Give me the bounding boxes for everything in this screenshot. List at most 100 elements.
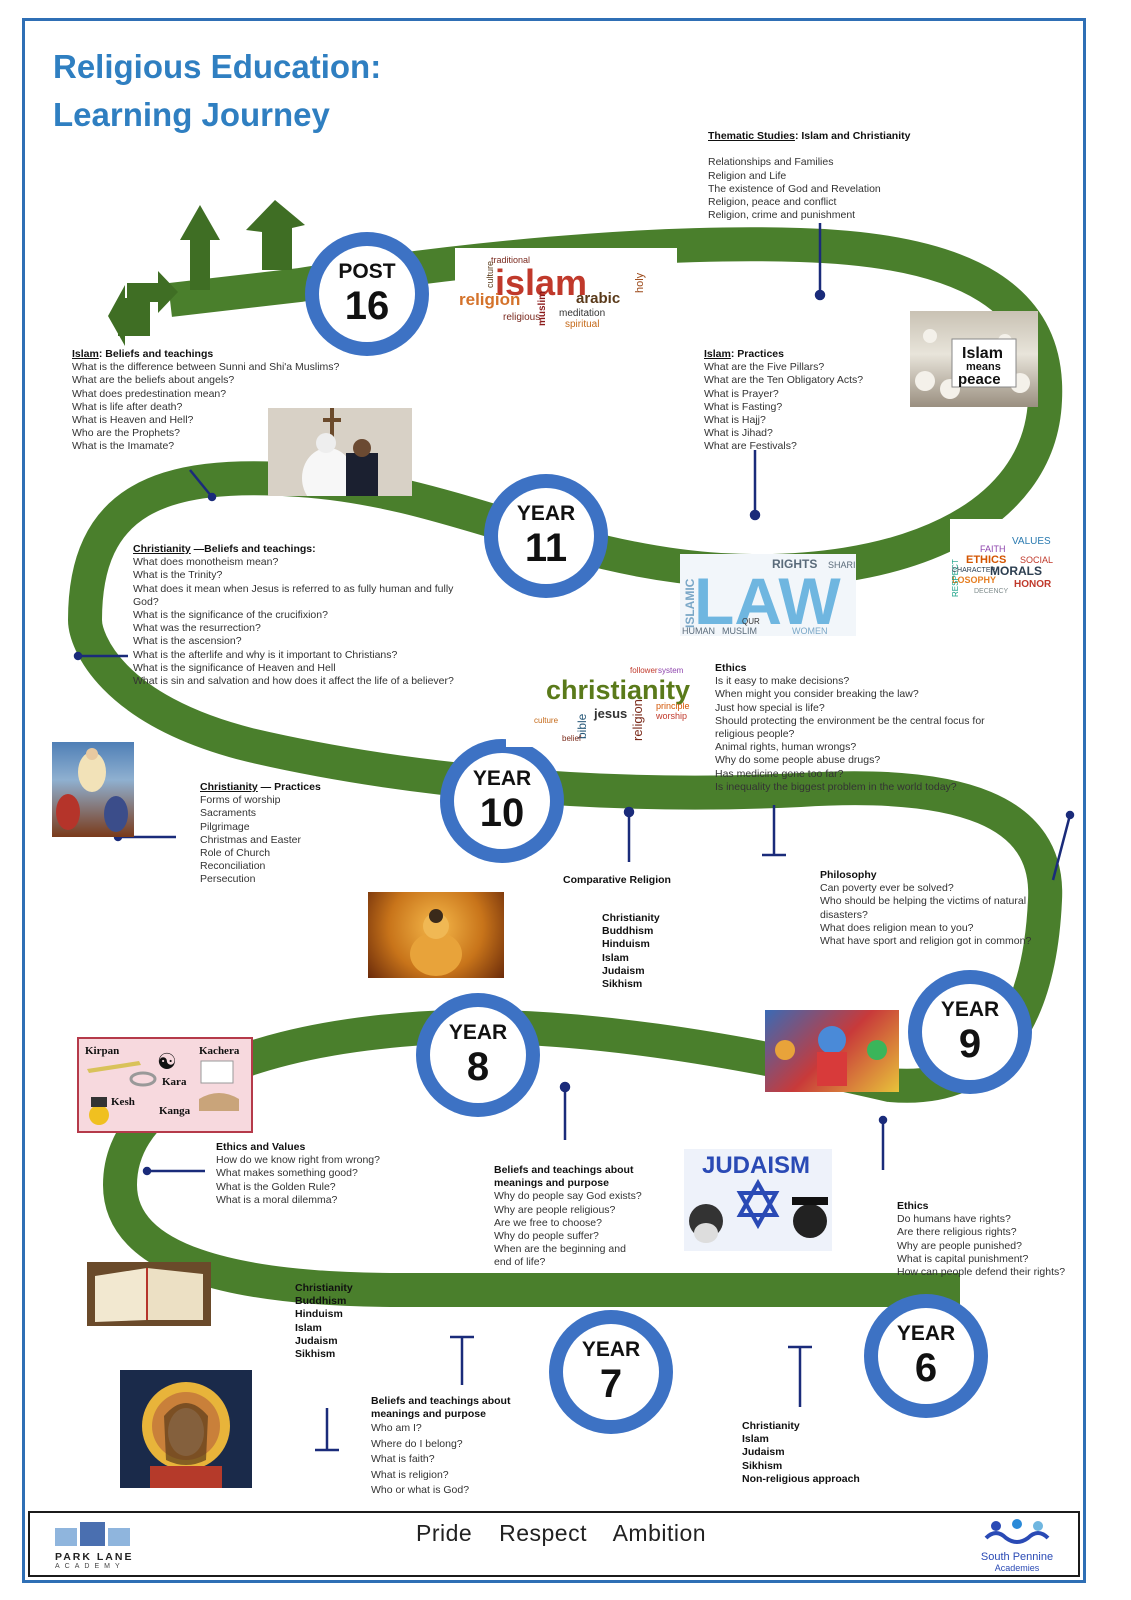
ethics-year10-block: Ethics Is it easy to make decisions? Whe… <box>715 662 985 794</box>
ethics-values-block: Ethics and Values How do we know right f… <box>216 1141 380 1207</box>
badge-label: YEAR <box>940 998 1000 1021</box>
list-item: What is Fasting? <box>704 400 783 413</box>
list-item: What makes something good? <box>216 1167 358 1180</box>
list-item: Just how special is life? <box>715 701 825 714</box>
word: MORALS <box>990 564 1042 578</box>
list-item: Animal rights, human wrongs? <box>715 741 857 754</box>
badge-label: POST <box>338 260 396 283</box>
word: culture <box>534 716 559 725</box>
list-item: Reconciliation <box>200 860 266 873</box>
list-item: Who should be helping the victims of nat… <box>820 895 1027 908</box>
word: ISLAMIC <box>683 578 697 628</box>
word: DECENCY <box>974 588 1009 595</box>
list-item: What is capital punishment? <box>897 1252 1029 1265</box>
list-item: Who or what is God? <box>371 1484 470 1497</box>
list-item: Religion, crime and punishment <box>708 209 856 222</box>
word: VALUES <box>1012 536 1051 547</box>
thematic-heading-underlined: Thematic Studies <box>708 130 795 142</box>
badge-number: 16 <box>344 284 390 328</box>
list-item: What is religion? <box>371 1468 449 1481</box>
list-item: end of life? <box>494 1256 546 1269</box>
islam-beliefs-heading-u: Islam <box>72 348 99 360</box>
list-item: How do we know right from wrong? <box>216 1154 380 1167</box>
christianity-practices-block: Christianity — Practices Forms of worshi… <box>200 781 321 887</box>
list-item: What does religion mean to you? <box>820 921 974 934</box>
list-item: What is the Golden Rule? <box>216 1180 336 1193</box>
list-item: Christianity <box>295 1282 353 1294</box>
word: meditation <box>559 308 605 319</box>
list-item: The existence of God and Revelation <box>708 182 881 195</box>
list-item: Are we free to choose? <box>494 1216 602 1229</box>
comparative-heading: Comparative Religion <box>563 874 671 886</box>
sikh-five-ks-illustration: Kirpan Kachera Kara Kesh Kanga ☯ <box>77 1037 253 1133</box>
word: MUSLIM <box>722 626 757 636</box>
islam-means-peace-photo: Islam means peace <box>910 311 1038 407</box>
list-item: What is Hajj? <box>704 414 766 427</box>
sign-word: Islam <box>962 345 1003 362</box>
islam-beliefs-block: Islam: Beliefs and teachings What is the… <box>72 348 339 454</box>
word: bible <box>575 713 589 739</box>
ethics6-heading: Ethics <box>897 1200 929 1212</box>
list-item: Christmas and Easter <box>200 833 301 846</box>
law-word-cloud: LAW ISLAMIC RIGHTS SHARI HUMAN MUSLIM WO… <box>680 554 856 636</box>
christianity-beliefs-block: Christianity —Beliefs and teachings: Wha… <box>133 543 454 688</box>
list-item: Sikhism <box>602 978 643 991</box>
list-item: What is the ascension? <box>133 635 242 648</box>
list-item: Buddhism <box>602 925 654 938</box>
word: WOMEN <box>792 626 828 636</box>
badge-number: 9 <box>958 1022 982 1066</box>
page-title-line1: Religious Education: <box>53 48 382 85</box>
badge-number: 6 <box>914 1346 938 1390</box>
religions-year6-list: Christianity Islam Judaism Sikhism Non-r… <box>742 1420 860 1486</box>
word: HUMAN <box>682 626 715 636</box>
list-item: Hinduism <box>295 1308 343 1321</box>
list-item: What is the Trinity? <box>133 569 223 582</box>
list-item: What is the significance of Heaven and H… <box>133 661 336 674</box>
list-item: What are the beliefs about angels? <box>72 374 235 387</box>
word: holy <box>634 272 646 293</box>
word: RESPECT <box>951 559 960 597</box>
list-item: What was the resurrection? <box>133 622 261 635</box>
open-bible-photo <box>87 1262 211 1326</box>
beliefs-year8-block: Beliefs and teachings about meanings and… <box>494 1164 642 1270</box>
word: religion <box>630 699 645 741</box>
word: follower <box>630 666 658 675</box>
list-item: What is the Imamate? <box>72 440 175 453</box>
list-item: What does monotheism mean? <box>133 556 279 569</box>
list-item: disasters? <box>820 908 868 921</box>
list-item: Why do people suffer? <box>494 1230 599 1243</box>
word: SOCIAL <box>1020 555 1053 565</box>
people-icon <box>984 1519 1050 1544</box>
khanda-icon: ☯ <box>157 1050 177 1075</box>
logo-text-line2: Academies <box>994 1563 1040 1573</box>
list-item: Judaism <box>602 964 645 977</box>
word: CHARACTER <box>952 567 996 574</box>
badge-number: 10 <box>479 791 525 835</box>
badge-label: YEAR <box>896 1322 956 1345</box>
sign-word: means <box>966 361 1001 373</box>
christianity-beliefs-heading-u: Christianity <box>133 543 191 555</box>
beliefs8-heading-line1: Beliefs and teachings about <box>494 1164 634 1176</box>
ethics-heading: Ethics <box>715 662 747 674</box>
word: QUR <box>742 617 760 626</box>
word: islam <box>495 262 587 303</box>
word: culture <box>485 261 495 288</box>
list-item: Has medicine gone too far? <box>715 767 844 780</box>
list-item: What is sin and salvation and how does i… <box>133 675 454 688</box>
badge-number: 8 <box>466 1045 490 1089</box>
list-item: Pilgrimage <box>200 820 250 833</box>
arrow-icon <box>108 200 305 346</box>
word: SHARI <box>828 560 856 570</box>
five-k-label: Kesh <box>111 1096 135 1108</box>
badge-label: YEAR <box>516 502 576 525</box>
list-item: What is faith? <box>371 1453 435 1466</box>
list-item: What have sport and religion got in comm… <box>820 935 1032 948</box>
badge-number: 7 <box>599 1362 623 1406</box>
park-lane-logo: PARK LANE ACADEMY <box>55 1520 135 1570</box>
page-title-line2: Learning Journey <box>53 96 330 133</box>
word: HONOR <box>1014 579 1052 590</box>
